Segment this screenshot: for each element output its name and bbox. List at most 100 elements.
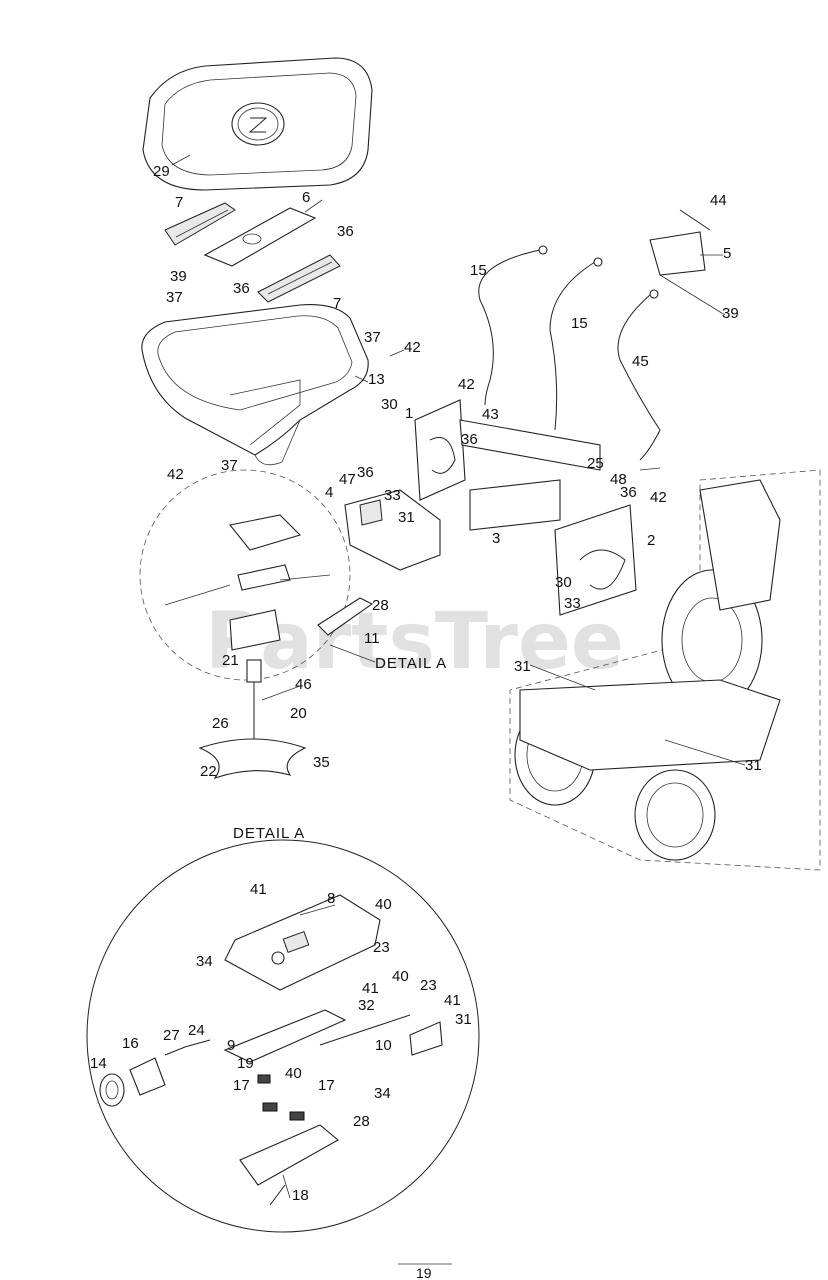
control-bracket bbox=[649, 209, 711, 276]
callout: 33 bbox=[384, 487, 401, 504]
callout: 24 bbox=[188, 1022, 205, 1039]
callout: 44 bbox=[710, 192, 727, 209]
page-number: 19 bbox=[416, 1265, 432, 1280]
callout: 40 bbox=[392, 968, 409, 985]
callout: 13 bbox=[368, 371, 385, 388]
callout: 47 bbox=[339, 471, 356, 488]
callout: 40 bbox=[375, 896, 392, 913]
link-rod bbox=[319, 1014, 411, 1046]
callout: 36 bbox=[233, 280, 250, 297]
callout: 41 bbox=[362, 980, 379, 997]
callout: 32 bbox=[358, 997, 375, 1014]
callout: 20 bbox=[290, 705, 307, 722]
callout: 17 bbox=[318, 1077, 335, 1094]
callout: 48 bbox=[610, 471, 627, 488]
callout: 36 bbox=[357, 464, 374, 481]
callout: 43 bbox=[482, 406, 499, 423]
control-cables bbox=[478, 245, 661, 461]
callout: 34 bbox=[374, 1085, 391, 1102]
hopper-screens bbox=[164, 202, 341, 303]
callout: 41 bbox=[250, 881, 267, 898]
lid-logo-emblem bbox=[231, 102, 285, 146]
callout: 8 bbox=[327, 890, 335, 907]
detail-a-title: DETAIL A bbox=[233, 825, 305, 842]
callout: 31 bbox=[745, 757, 762, 774]
callout: 42 bbox=[167, 466, 184, 483]
callout: 28 bbox=[372, 597, 389, 614]
callout: 39 bbox=[722, 305, 739, 322]
callout: 45 bbox=[632, 353, 649, 370]
callout: 34 bbox=[196, 953, 213, 970]
callout: 4 bbox=[325, 484, 333, 501]
callout: 6 bbox=[302, 189, 310, 206]
callout: 14 bbox=[90, 1055, 107, 1072]
callout: 10 bbox=[375, 1037, 392, 1054]
callout: 37 bbox=[364, 329, 381, 346]
callout: 27 bbox=[163, 1027, 180, 1044]
spinner-disk bbox=[198, 738, 307, 780]
callout: 36 bbox=[461, 431, 478, 448]
callout: 2 bbox=[647, 532, 655, 549]
spinner-assembly bbox=[198, 659, 307, 780]
callout: 41 bbox=[444, 992, 461, 1009]
callout: 30 bbox=[381, 396, 398, 413]
detail-a-enlarged-circle bbox=[86, 839, 480, 1233]
callout: 31 bbox=[455, 1011, 472, 1028]
detail-a-reference-circle bbox=[139, 469, 351, 681]
callout: 46 bbox=[295, 676, 312, 693]
callout: 33 bbox=[564, 595, 581, 612]
callout: 15 bbox=[571, 315, 588, 332]
callout: 9 bbox=[227, 1037, 235, 1054]
control-knob bbox=[99, 1073, 125, 1107]
callout: 36 bbox=[337, 223, 354, 240]
callout: 31 bbox=[514, 658, 531, 675]
callout-labels: 29 7 6 36 36 7 39 37 37 42 13 42 37 30 1… bbox=[90, 163, 762, 1204]
callout: 11 bbox=[364, 630, 380, 647]
callout: 23 bbox=[373, 939, 390, 956]
callout: 5 bbox=[723, 245, 731, 262]
mower-chassis bbox=[509, 469, 821, 871]
callout: 42 bbox=[650, 489, 667, 506]
cross-bar bbox=[469, 479, 561, 531]
callout: 7 bbox=[333, 295, 341, 312]
side-bracket-left bbox=[414, 399, 466, 501]
hopper-tub bbox=[141, 303, 369, 466]
callout: 42 bbox=[458, 376, 475, 393]
callout: 30 bbox=[555, 574, 572, 591]
callout: 29 bbox=[153, 163, 170, 180]
leader-lines bbox=[171, 154, 746, 1199]
callout: 19 bbox=[237, 1055, 254, 1072]
detail-a-caption: DETAIL A bbox=[375, 655, 447, 672]
base-pan bbox=[239, 1124, 339, 1186]
detail-a-parts bbox=[99, 894, 443, 1206]
slide-gate bbox=[223, 1009, 347, 1063]
agitator-bar bbox=[317, 597, 374, 636]
callout: 21 bbox=[222, 652, 239, 669]
hopper-lid bbox=[142, 57, 373, 191]
callout: 26 bbox=[212, 715, 229, 732]
callout: 23 bbox=[420, 977, 437, 994]
callout: 28 bbox=[353, 1113, 370, 1130]
callout: 39 bbox=[170, 268, 187, 285]
callout: 16 bbox=[122, 1035, 139, 1052]
callout: 7 bbox=[175, 194, 183, 211]
detail-a-miniature bbox=[164, 514, 331, 651]
callout: 36 bbox=[620, 484, 637, 501]
z-logo-mark bbox=[248, 117, 268, 133]
callout: 15 bbox=[470, 262, 487, 279]
callout: 42 bbox=[404, 339, 421, 356]
callout: 3 bbox=[492, 530, 500, 547]
side-bracket-right bbox=[554, 504, 637, 616]
callout: 31 bbox=[398, 509, 415, 526]
callout: 17 bbox=[233, 1077, 250, 1094]
callout: 35 bbox=[313, 754, 330, 771]
callout: 40 bbox=[285, 1065, 302, 1082]
callout: 22 bbox=[200, 763, 217, 780]
pivot-bracket bbox=[129, 1057, 166, 1096]
callout: 37 bbox=[166, 289, 183, 306]
callout: 25 bbox=[587, 455, 604, 472]
mount-frame bbox=[344, 399, 637, 616]
callout: 37 bbox=[221, 457, 238, 474]
callout: 18 bbox=[292, 1187, 309, 1204]
